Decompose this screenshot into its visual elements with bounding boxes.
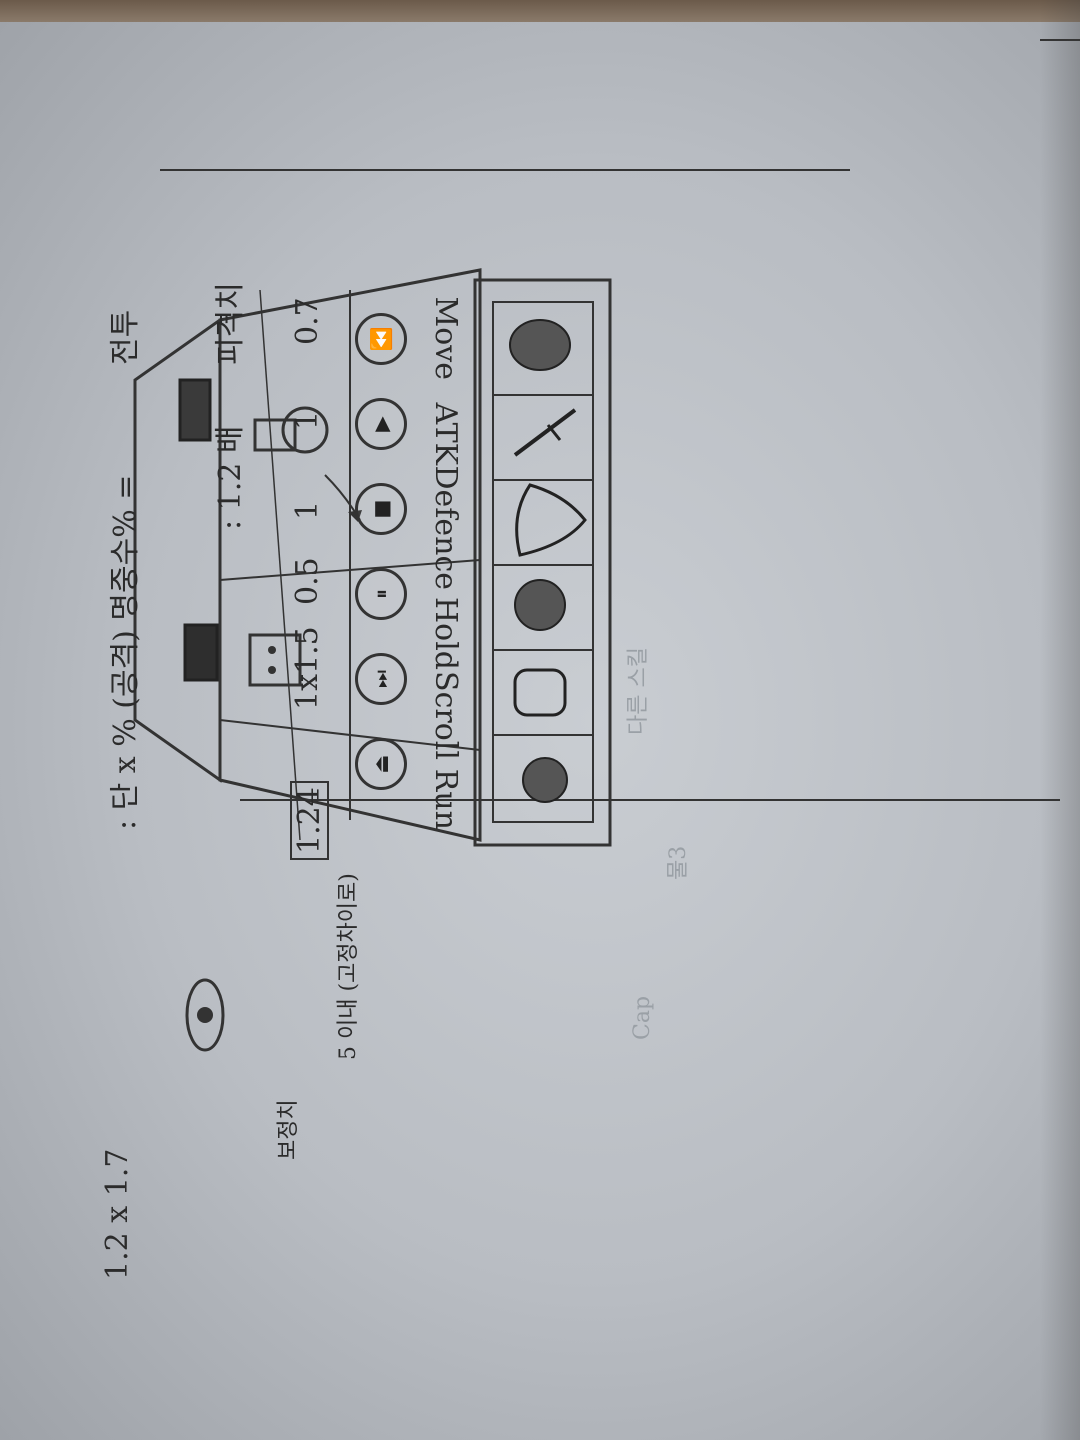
grid-line <box>259 289 301 841</box>
faint-label-3: Cap <box>630 995 655 1040</box>
ghost-icon <box>509 319 571 371</box>
stage-back <box>133 317 222 783</box>
boot-icon <box>513 668 567 717</box>
enemy-figure <box>248 633 302 687</box>
sword-icon <box>513 408 577 457</box>
skill-toolbar-inner <box>492 301 594 823</box>
runner-icon <box>522 757 568 803</box>
faint-label-2: 물3 <box>666 845 691 880</box>
warrior-icon <box>514 579 566 631</box>
player-figure <box>253 406 362 522</box>
faint-label-1: 다른 스킬 <box>626 647 651 735</box>
eye-icon <box>185 978 225 1052</box>
shield-wave-icon <box>515 483 587 557</box>
health-bar <box>178 378 212 442</box>
page-shadow <box>1040 0 1080 1440</box>
enemy-health-bar <box>183 623 219 682</box>
photo-edge <box>0 0 1080 22</box>
skill-toolbar-frame <box>473 278 612 847</box>
